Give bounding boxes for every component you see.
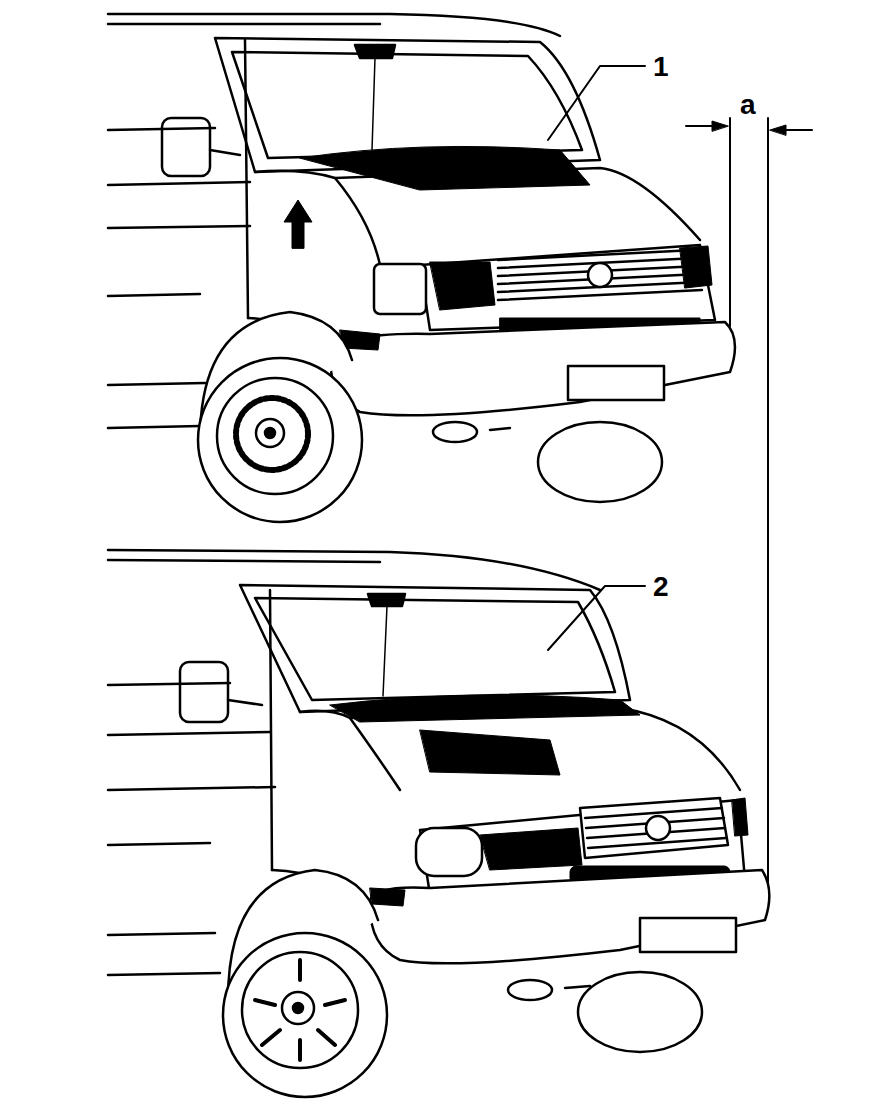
van-2 (108, 550, 769, 1097)
dimension-label: a (737, 90, 759, 120)
van-1 (108, 14, 735, 522)
callout-number: 1 (650, 52, 672, 82)
callout-number: 2 (650, 572, 672, 602)
leader-lines (548, 66, 812, 882)
